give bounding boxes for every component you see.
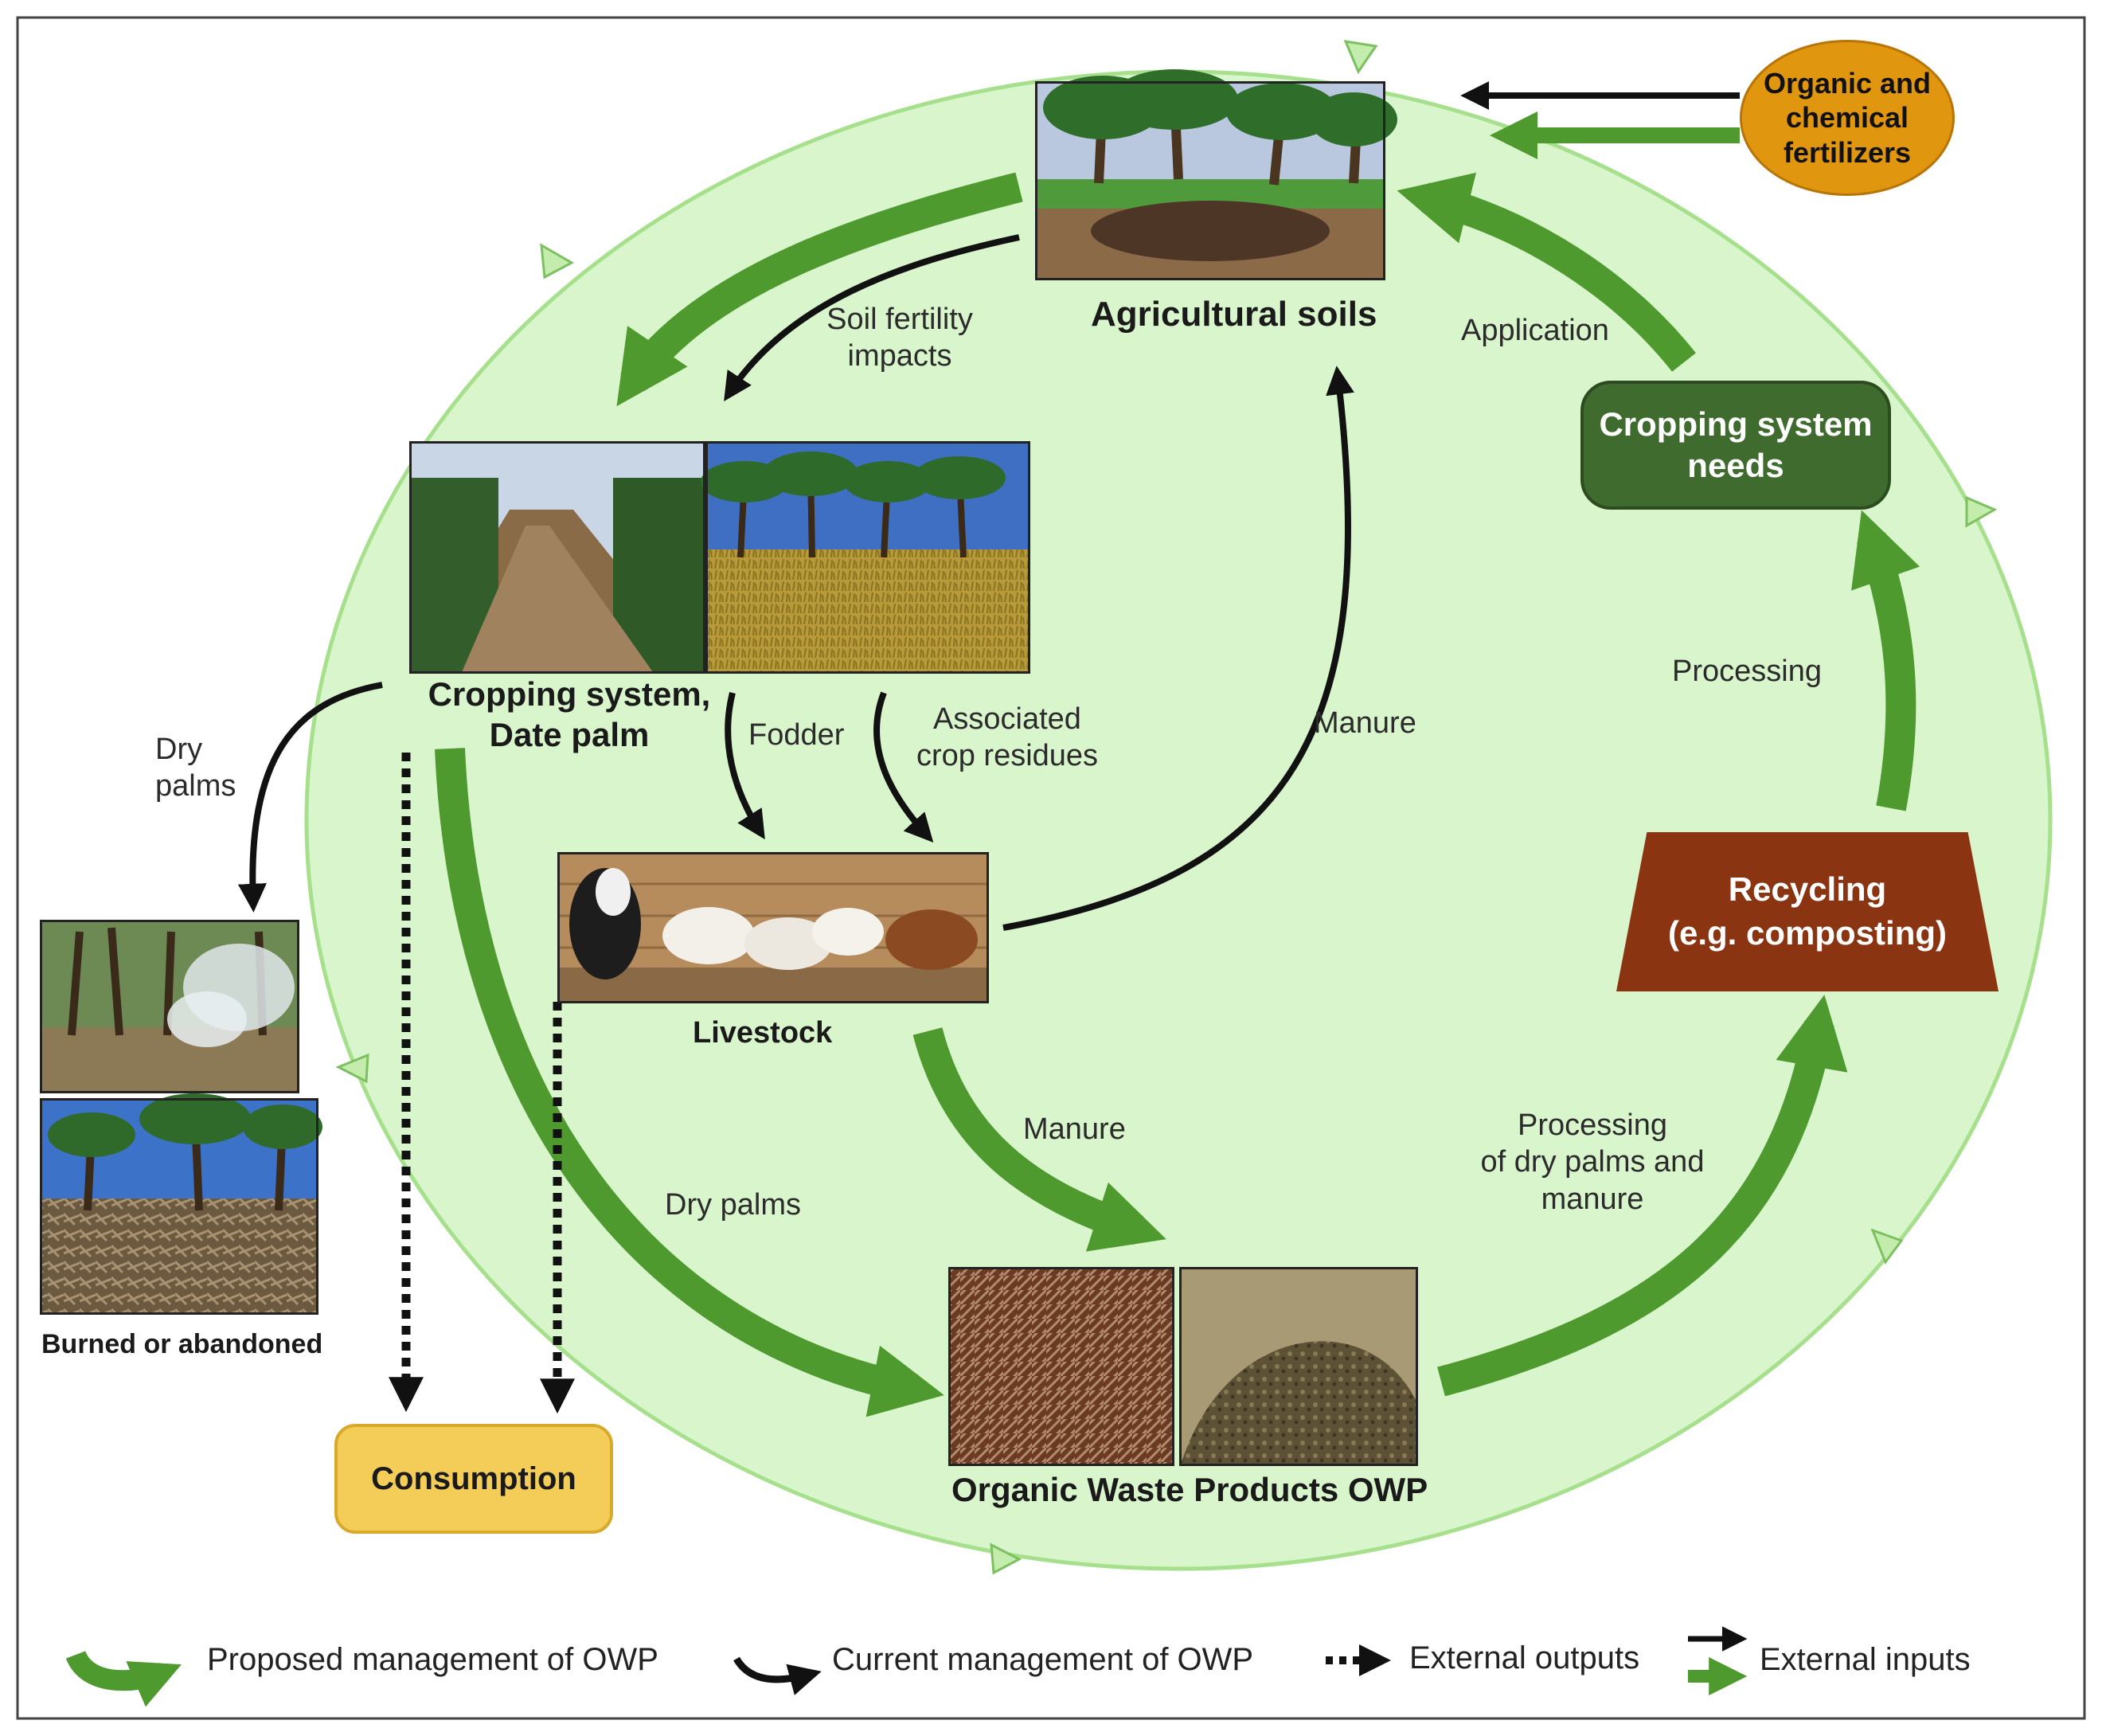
cropping-date-palm-label: Cropping system, Date palm xyxy=(422,674,717,755)
processing-label: Processing xyxy=(1672,655,1822,688)
soil-fertility-line-1: Soil fertility xyxy=(826,303,973,336)
processing-dry-line-2: of dry palms and xyxy=(1480,1145,1705,1179)
palm-fiber-photo-art xyxy=(950,1269,1173,1464)
burned-palms-photo xyxy=(40,920,299,1093)
livestock-photo-art xyxy=(559,854,987,1002)
grass-palms-photo-art xyxy=(701,443,1029,672)
livestock-label: Livestock xyxy=(693,1016,833,1050)
burned-photo-art xyxy=(41,921,298,1092)
legend-outputs: External outputs xyxy=(1409,1640,1640,1675)
dry-palms-left-line-1: Dry xyxy=(155,733,203,766)
manure-pile-photo xyxy=(1179,1267,1418,1466)
burned-abandoned-label: Burned or abandoned xyxy=(41,1329,323,1359)
cropping-date-line-2: Date palm xyxy=(489,716,650,754)
soil-fertility-line-2: impacts xyxy=(847,339,952,373)
consumption-box: Consumption xyxy=(334,1424,613,1534)
livestock-photo xyxy=(557,852,989,1003)
fertilizers-line-2: chemical xyxy=(1785,101,1909,135)
processing-dry-line-1: Processing xyxy=(1518,1108,1667,1142)
associated-residues-label: Associated crop residues xyxy=(904,701,1111,775)
legend-inputs: External inputs xyxy=(1760,1642,1971,1677)
fodder-label: Fodder xyxy=(748,718,845,752)
associated-line-2: crop residues xyxy=(916,739,1099,773)
date-palm-photo-art xyxy=(411,443,704,672)
processing-dry-label: Processing of dry palms and manure xyxy=(1461,1107,1724,1218)
dry-palms-center-label: Dry palms xyxy=(665,1188,802,1222)
agricultural-soils-photo xyxy=(1035,81,1385,280)
dry-palms-left-line-2: palms xyxy=(155,769,236,803)
recycling-box: Recycling (e.g. composting) xyxy=(1616,832,1998,991)
legend-proposed: Proposed management of OWP xyxy=(207,1642,658,1677)
abandoned-palms-photo xyxy=(40,1098,318,1315)
manure-up-label: Manure xyxy=(1314,706,1416,740)
consumption-label: Consumption xyxy=(371,1460,576,1496)
associated-line-1: Associated xyxy=(933,702,1081,736)
fertilizers-oval: Organic and chemical fertilizers xyxy=(1740,40,1955,196)
fertilizers-line-1: Organic and xyxy=(1763,67,1932,100)
needs-line-2: needs xyxy=(1687,447,1784,484)
manure-photo-art xyxy=(1181,1269,1416,1464)
abandoned-photo-art xyxy=(41,1093,322,1313)
legend-glyphs xyxy=(65,1626,1748,1707)
recycling-line-1: Recycling xyxy=(1728,870,1887,909)
soils-photo-art xyxy=(1037,69,1397,279)
needs-line-1: Cropping system xyxy=(1599,405,1873,443)
grass-palms-photo xyxy=(705,441,1030,674)
soil-fertility-label: Soil fertility impacts xyxy=(804,301,995,375)
date-palm-rows-photo xyxy=(409,441,705,674)
cropping-date-line-1: Cropping system, xyxy=(428,675,711,713)
fertilizers-line-3: fertilizers xyxy=(1783,135,1912,169)
cropping-system-needs-box: Cropping system needs xyxy=(1580,381,1891,510)
processing-dry-line-3: manure xyxy=(1541,1182,1644,1216)
application-label: Application xyxy=(1461,314,1609,347)
owp-label: Organic Waste Products OWP xyxy=(951,1471,1428,1508)
palm-fiber-photo xyxy=(948,1267,1174,1466)
manure-down-label: Manure xyxy=(1023,1112,1126,1146)
recycling-line-2: (e.g. composting) xyxy=(1668,914,1947,952)
dry-palms-left-label: Dry palms xyxy=(155,731,236,805)
legend-current: Current management of OWP xyxy=(832,1642,1254,1677)
agricultural-soils-label: Agricultural soils xyxy=(1091,295,1377,334)
